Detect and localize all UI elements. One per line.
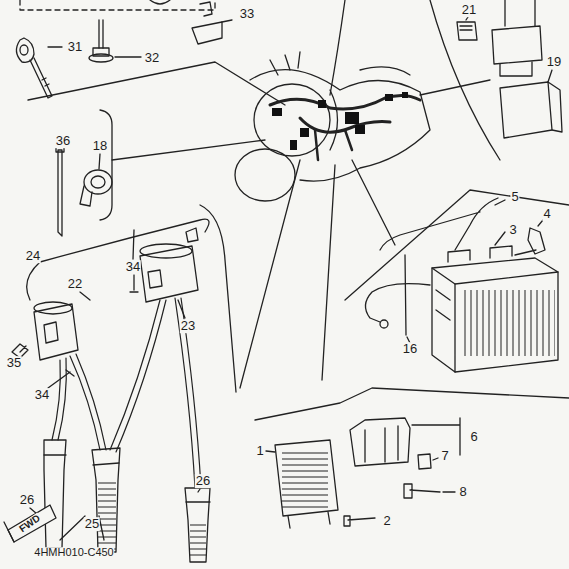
zone-line bbox=[28, 62, 285, 105]
callout-number: 31 bbox=[67, 40, 83, 54]
bolt bbox=[344, 516, 375, 526]
zone-line bbox=[345, 190, 569, 300]
callout-number: 6 bbox=[469, 430, 478, 444]
callout-number: 16 bbox=[402, 342, 418, 356]
zone-line bbox=[255, 388, 569, 420]
leader-line bbox=[322, 165, 335, 380]
ignition-key bbox=[16, 38, 52, 98]
callout-number: 23 bbox=[180, 319, 196, 333]
screw bbox=[48, 370, 74, 388]
callout-number: 21 bbox=[461, 3, 477, 17]
leader-line bbox=[80, 292, 90, 300]
callout-number: 18 bbox=[92, 139, 108, 153]
callout-number: 26 bbox=[19, 493, 35, 507]
leader-line bbox=[420, 80, 490, 95]
plug-cap bbox=[44, 440, 210, 562]
leader-line bbox=[495, 200, 505, 205]
leader-line bbox=[99, 154, 100, 169]
callout-number: 19 bbox=[546, 55, 562, 69]
callout-number: 35 bbox=[6, 356, 22, 370]
callout-number: 25 bbox=[84, 517, 100, 531]
battery-lead bbox=[380, 198, 498, 250]
terminal-cap bbox=[515, 228, 545, 255]
callout-number: 26 bbox=[195, 474, 211, 488]
callout-number: 1 bbox=[255, 444, 264, 458]
leader-line bbox=[443, 491, 455, 492]
leader-line bbox=[198, 489, 200, 492]
cable-tie bbox=[58, 150, 62, 236]
zone-bracket bbox=[100, 110, 112, 220]
callout-number: 33 bbox=[239, 7, 255, 21]
dashed-frame bbox=[20, 0, 215, 10]
leader-line bbox=[222, 20, 232, 22]
relay bbox=[457, 0, 562, 138]
wire-lead bbox=[27, 219, 209, 300]
callout-number: 36 bbox=[55, 134, 71, 148]
screw bbox=[133, 230, 134, 259]
callout-number: 4 bbox=[542, 207, 551, 221]
leader-line bbox=[266, 451, 275, 452]
leader-line bbox=[60, 516, 104, 540]
leader-line bbox=[495, 232, 505, 245]
wire-terminal bbox=[380, 320, 388, 328]
callout-number: 22 bbox=[67, 277, 83, 291]
bolt bbox=[404, 484, 440, 498]
callout-number: 7 bbox=[440, 449, 449, 463]
zone-line bbox=[200, 205, 236, 392]
leader-line bbox=[412, 418, 460, 460]
leader-line bbox=[548, 70, 552, 82]
callout-number: 2 bbox=[382, 514, 391, 528]
callout-number: 34 bbox=[125, 260, 141, 274]
zone-line bbox=[330, 0, 345, 95]
wire-clamp bbox=[80, 170, 112, 206]
ignition-coil bbox=[34, 244, 198, 360]
screw bbox=[130, 275, 138, 292]
fwd-arrow bbox=[4, 522, 14, 542]
leader-line bbox=[48, 46, 62, 47]
drawing-code: 4HMH010-C450 bbox=[33, 547, 114, 559]
battery bbox=[432, 246, 558, 372]
leader-line bbox=[240, 160, 300, 388]
callout-number: 8 bbox=[458, 485, 467, 499]
fwd-arrow bbox=[8, 505, 56, 542]
wire-lead bbox=[365, 284, 430, 322]
callout-number: 24 bbox=[25, 249, 41, 263]
leader-line bbox=[466, 17, 468, 20]
connector bbox=[186, 228, 198, 242]
leader-line bbox=[352, 160, 395, 245]
callout-number: 5 bbox=[510, 190, 519, 204]
callout-number: 34 bbox=[34, 388, 50, 402]
rectifier bbox=[275, 440, 338, 528]
part-outline bbox=[200, 2, 212, 16]
callout-number: 32 bbox=[144, 51, 160, 65]
callout-number: 3 bbox=[508, 223, 517, 237]
wire-lead bbox=[405, 255, 406, 335]
ht-lead bbox=[52, 298, 201, 488]
leader-line bbox=[112, 140, 265, 160]
leader-line bbox=[115, 56, 141, 57]
leader-line bbox=[538, 220, 543, 226]
bolt bbox=[89, 20, 113, 62]
part-outline bbox=[150, 0, 170, 4]
frame-harness bbox=[235, 52, 430, 201]
clip bbox=[192, 22, 222, 44]
